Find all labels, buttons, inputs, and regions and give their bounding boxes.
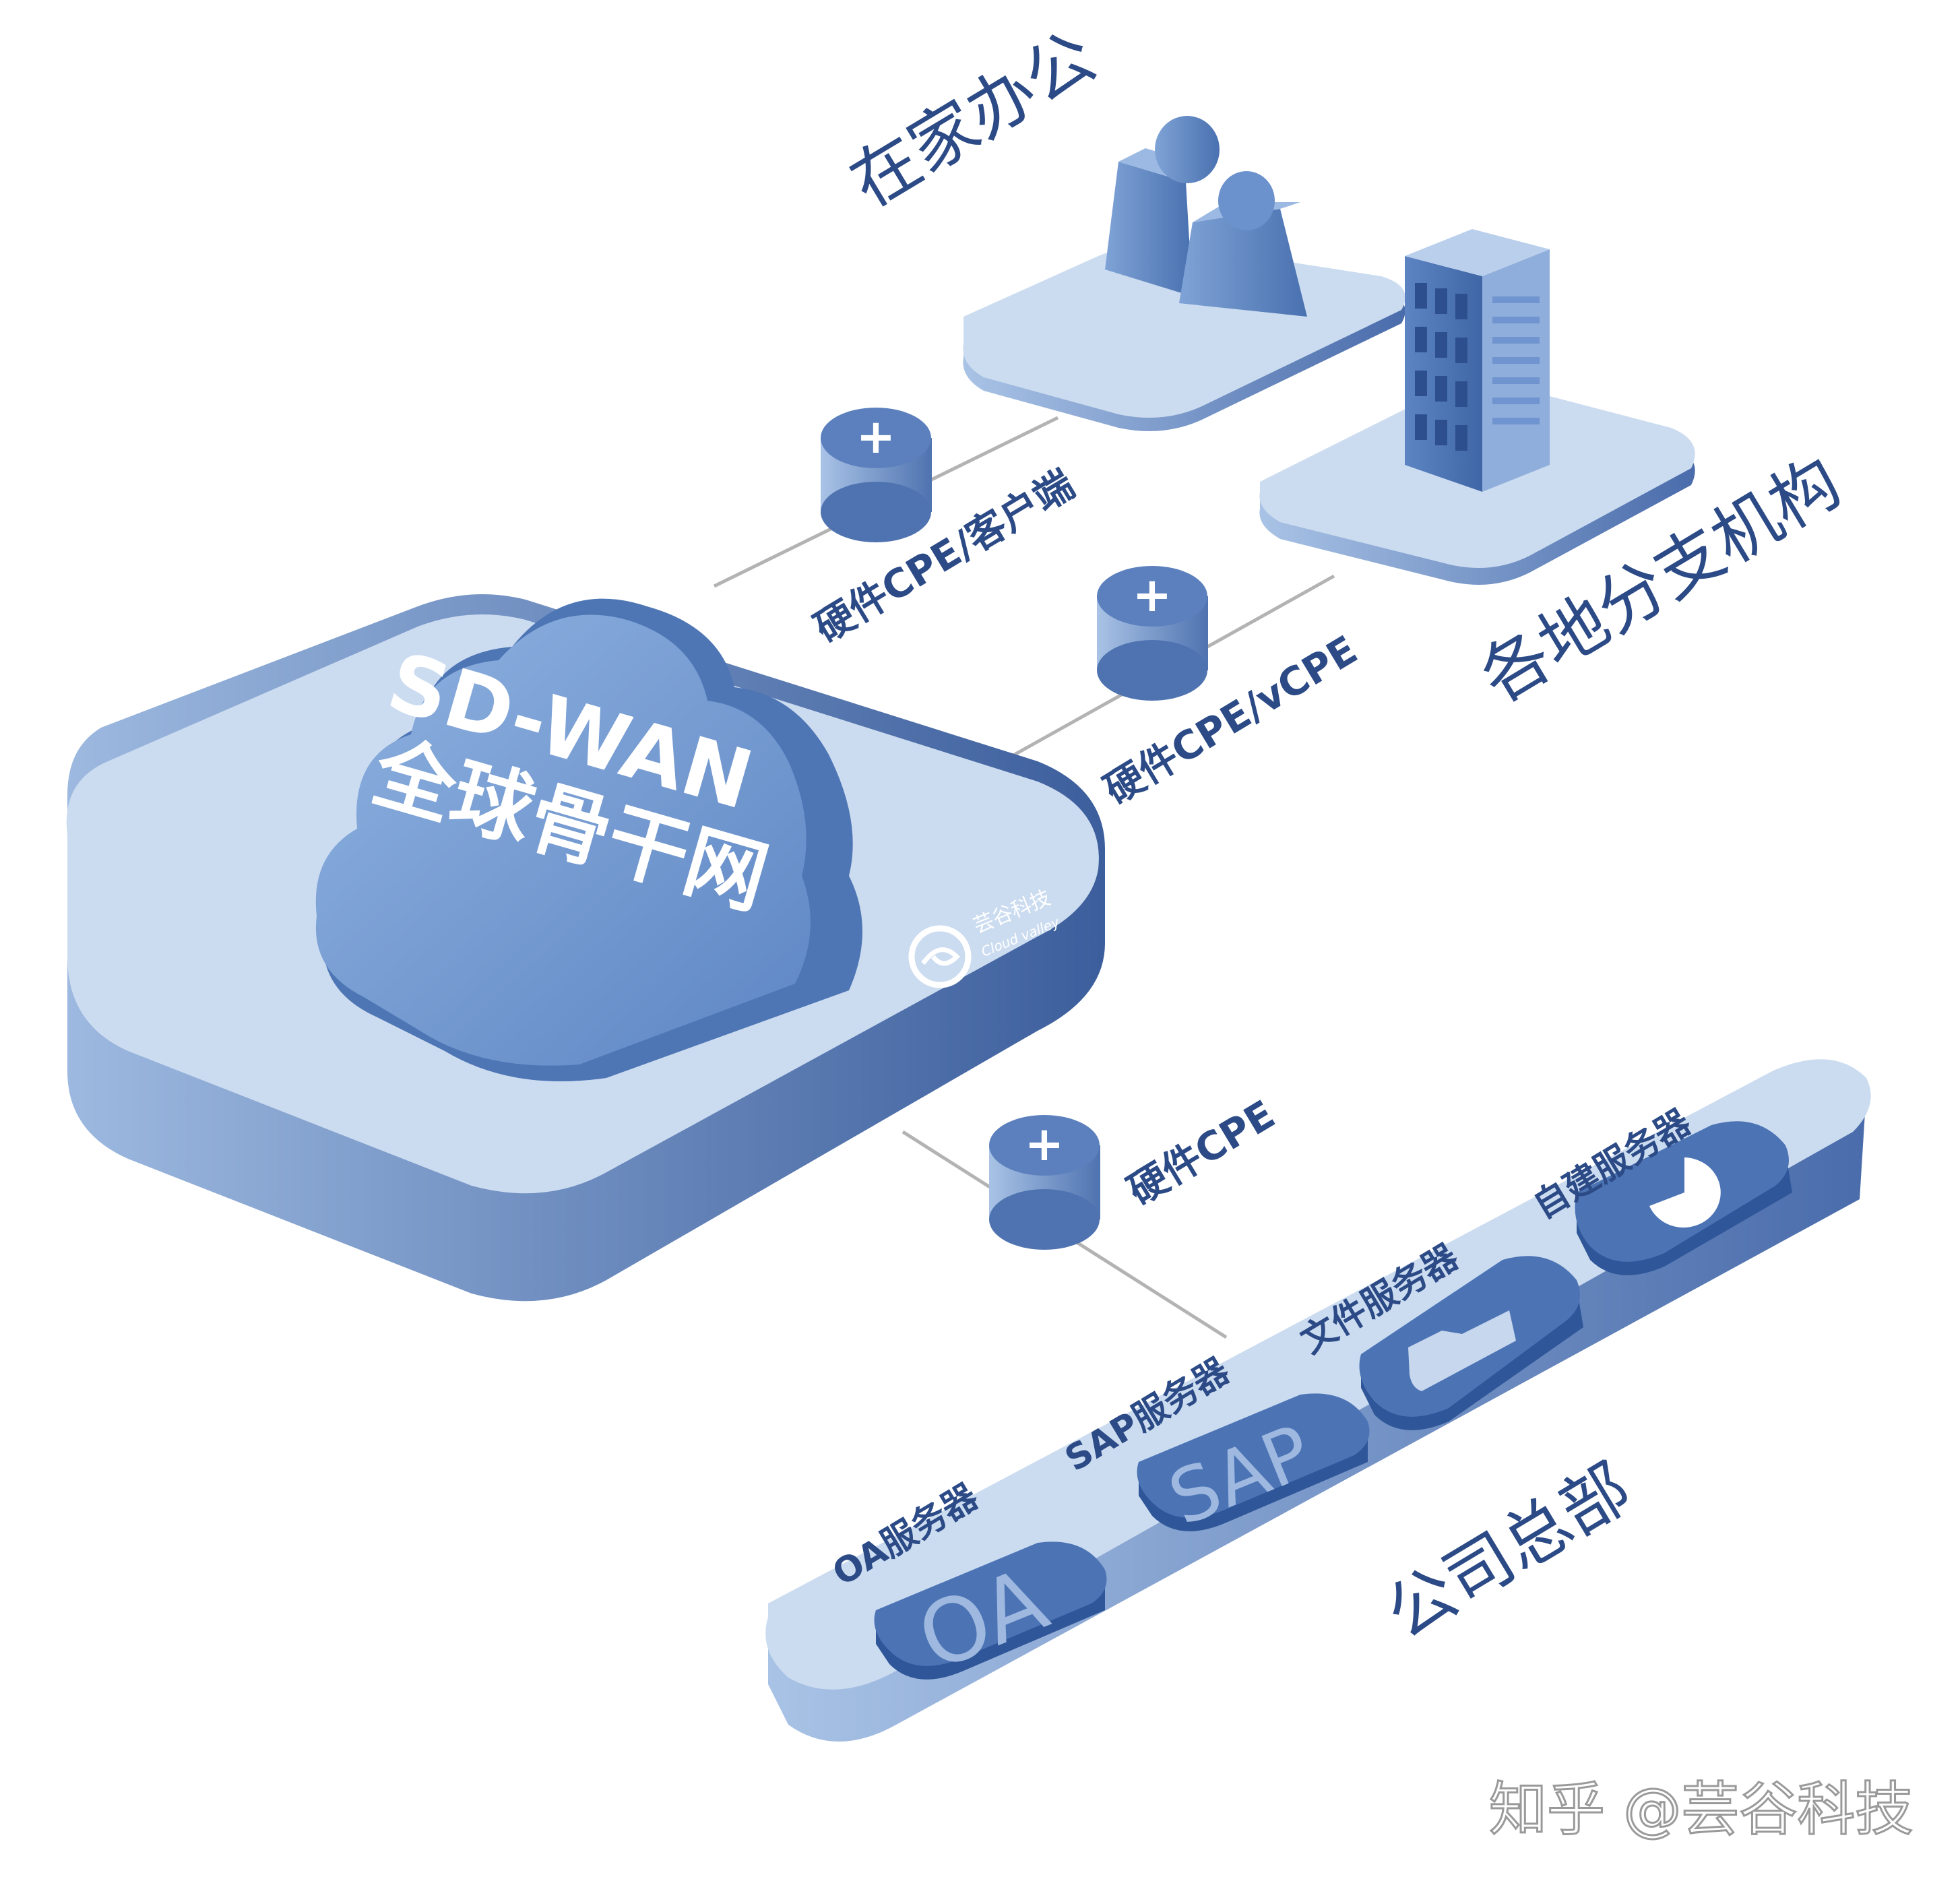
pie-chart-icon bbox=[1649, 1157, 1721, 1228]
building-icon bbox=[1405, 229, 1550, 492]
site-label-headquarters: 公司总部 bbox=[1372, 1448, 1644, 1654]
server-tile-oa bbox=[874, 1541, 1107, 1680]
cpe-device-branch: + bbox=[1097, 566, 1208, 701]
folder-icon bbox=[1408, 1310, 1516, 1391]
cpe-device-home: + bbox=[821, 408, 932, 542]
server-tile-custom bbox=[1575, 1121, 1792, 1275]
watermark: 知乎 @芸谷科技 bbox=[1489, 1776, 1913, 1843]
site-label-home-office: 在家办公 bbox=[837, 16, 1108, 222]
plus-icon: + bbox=[856, 409, 896, 464]
people-icon bbox=[1105, 116, 1307, 317]
cpe-device-hq: + bbox=[989, 1115, 1100, 1250]
server-tile-file bbox=[1359, 1256, 1583, 1430]
swirl-logo-icon bbox=[908, 925, 972, 988]
server-tile-sap bbox=[1137, 1393, 1370, 1531]
plus-icon: + bbox=[1133, 567, 1172, 623]
plus-icon: + bbox=[1025, 1116, 1065, 1172]
cloud-icon bbox=[315, 598, 862, 1081]
link-label-hq: 硬件CPE bbox=[1120, 1091, 1282, 1214]
